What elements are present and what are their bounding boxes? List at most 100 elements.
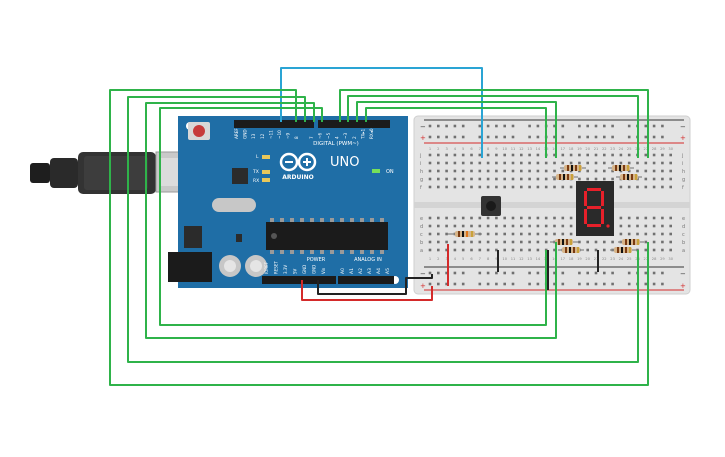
breadboard-hole[interactable]	[503, 240, 506, 244]
breadboard-hole[interactable]	[652, 271, 656, 275]
breadboard-hole[interactable]	[561, 282, 565, 286]
breadboard-hole[interactable]	[445, 240, 448, 244]
breadboard-hole[interactable]	[594, 153, 598, 157]
breadboard-hole[interactable]	[453, 124, 457, 128]
breadboard-hole[interactable]	[528, 135, 531, 139]
breadboard-hole[interactable]	[486, 248, 490, 252]
breadboard-hole[interactable]	[611, 271, 614, 275]
breadboard-hole[interactable]	[445, 169, 448, 173]
breadboard-hole[interactable]	[445, 185, 448, 189]
breadboard-hole[interactable]	[594, 177, 598, 181]
breadboard-hole[interactable]	[553, 161, 556, 165]
breadboard-hole[interactable]	[586, 161, 589, 165]
breadboard-hole[interactable]	[619, 153, 623, 157]
breadboard-hole[interactable]	[478, 124, 482, 128]
breadboard-hole[interactable]	[627, 185, 631, 189]
breadboard-hole[interactable]	[478, 153, 482, 157]
breadboard-hole[interactable]	[437, 282, 440, 286]
breadboard-holes[interactable]	[428, 124, 672, 286]
breadboard-hole[interactable]	[536, 185, 540, 189]
breadboard-hole[interactable]	[453, 185, 457, 189]
breadboard-hole[interactable]	[486, 124, 490, 128]
breadboard-hole[interactable]	[470, 177, 473, 181]
breadboard-hole[interactable]	[553, 224, 556, 228]
breadboard-hole[interactable]	[669, 216, 672, 220]
breadboard-hole[interactable]	[437, 124, 440, 128]
breadboard-hole[interactable]	[544, 240, 548, 244]
reset-button-cap[interactable]	[193, 125, 205, 137]
breadboard-hole[interactable]	[428, 224, 432, 228]
breadboard-hole[interactable]	[511, 232, 515, 236]
breadboard-hole[interactable]	[594, 240, 598, 244]
breadboard-hole[interactable]	[561, 161, 565, 165]
breadboard-hole[interactable]	[536, 282, 540, 286]
breadboard-hole[interactable]	[495, 248, 498, 252]
breadboard-hole[interactable]	[586, 177, 589, 181]
breadboard-hole[interactable]	[569, 153, 573, 157]
breadboard-hole[interactable]	[437, 185, 440, 189]
breadboard-hole[interactable]	[428, 124, 432, 128]
breadboard-hole[interactable]	[461, 248, 465, 252]
breadboard-hole[interactable]	[603, 177, 606, 181]
breadboard-hole[interactable]	[445, 216, 448, 220]
breadboard-hole[interactable]	[553, 124, 556, 128]
wire-green[interactable]	[145, 102, 557, 339]
breadboard-hole[interactable]	[478, 177, 482, 181]
breadboard-hole[interactable]	[553, 216, 556, 220]
breadboard-hole[interactable]	[603, 282, 606, 286]
breadboard-hole[interactable]	[652, 216, 656, 220]
breadboard-hole[interactable]	[544, 169, 548, 173]
breadboard-hole[interactable]	[428, 153, 432, 157]
breadboard-hole[interactable]	[528, 185, 531, 189]
wire-green[interactable]	[347, 95, 639, 158]
breadboard-hole[interactable]	[478, 161, 482, 165]
breadboard-hole[interactable]	[586, 240, 589, 244]
breadboard-hole[interactable]	[528, 240, 531, 244]
breadboard-hole[interactable]	[644, 135, 648, 139]
breadboard-hole[interactable]	[445, 224, 448, 228]
breadboard-hole[interactable]	[470, 224, 473, 228]
breadboard-hole[interactable]	[619, 216, 623, 220]
breadboard-hole[interactable]	[561, 124, 565, 128]
breadboard-hole[interactable]	[544, 161, 548, 165]
breadboard-hole[interactable]	[478, 216, 482, 220]
breadboard-hole[interactable]	[495, 185, 498, 189]
resistor[interactable]	[448, 231, 482, 237]
breadboard-hole[interactable]	[520, 224, 523, 228]
breadboard-hole[interactable]	[445, 135, 448, 139]
breadboard-hole[interactable]	[627, 224, 631, 228]
breadboard-hole[interactable]	[437, 177, 440, 181]
breadboard-hole[interactable]	[520, 232, 523, 236]
breadboard-hole[interactable]	[536, 135, 540, 139]
breadboard-hole[interactable]	[619, 161, 623, 165]
breadboard-hole[interactable]	[536, 216, 540, 220]
breadboard-hole[interactable]	[594, 271, 598, 275]
wire-green[interactable]	[159, 107, 547, 326]
breadboard-hole[interactable]	[461, 135, 465, 139]
breadboard-hole[interactable]	[569, 232, 573, 236]
breadboard-hole[interactable]	[486, 135, 490, 139]
breadboard-hole[interactable]	[495, 124, 498, 128]
breadboard-hole[interactable]	[437, 169, 440, 173]
breadboard-hole[interactable]	[528, 224, 531, 228]
breadboard-hole[interactable]	[578, 161, 581, 165]
breadboard-hole[interactable]	[503, 169, 506, 173]
breadboard-hole[interactable]	[603, 169, 606, 173]
breadboard-hole[interactable]	[461, 224, 465, 228]
breadboard-hole[interactable]	[553, 177, 556, 181]
breadboard-hole[interactable]	[453, 169, 457, 173]
breadboard-hole[interactable]	[569, 224, 573, 228]
wire-red-5v[interactable]	[301, 280, 433, 301]
breadboard-hole[interactable]	[511, 240, 515, 244]
wire-green[interactable]	[127, 96, 639, 363]
breadboard-hole[interactable]	[603, 271, 606, 275]
breadboard-hole[interactable]	[461, 240, 465, 244]
breadboard-hole[interactable]	[461, 177, 465, 181]
breadboard-hole[interactable]	[553, 153, 556, 157]
breadboard-hole[interactable]	[636, 185, 639, 189]
breadboard-hole[interactable]	[652, 282, 656, 286]
breadboard-hole[interactable]	[511, 161, 515, 165]
breadboard-hole[interactable]	[661, 232, 664, 236]
breadboard-hole[interactable]	[461, 161, 465, 165]
breadboard-hole[interactable]	[486, 153, 490, 157]
